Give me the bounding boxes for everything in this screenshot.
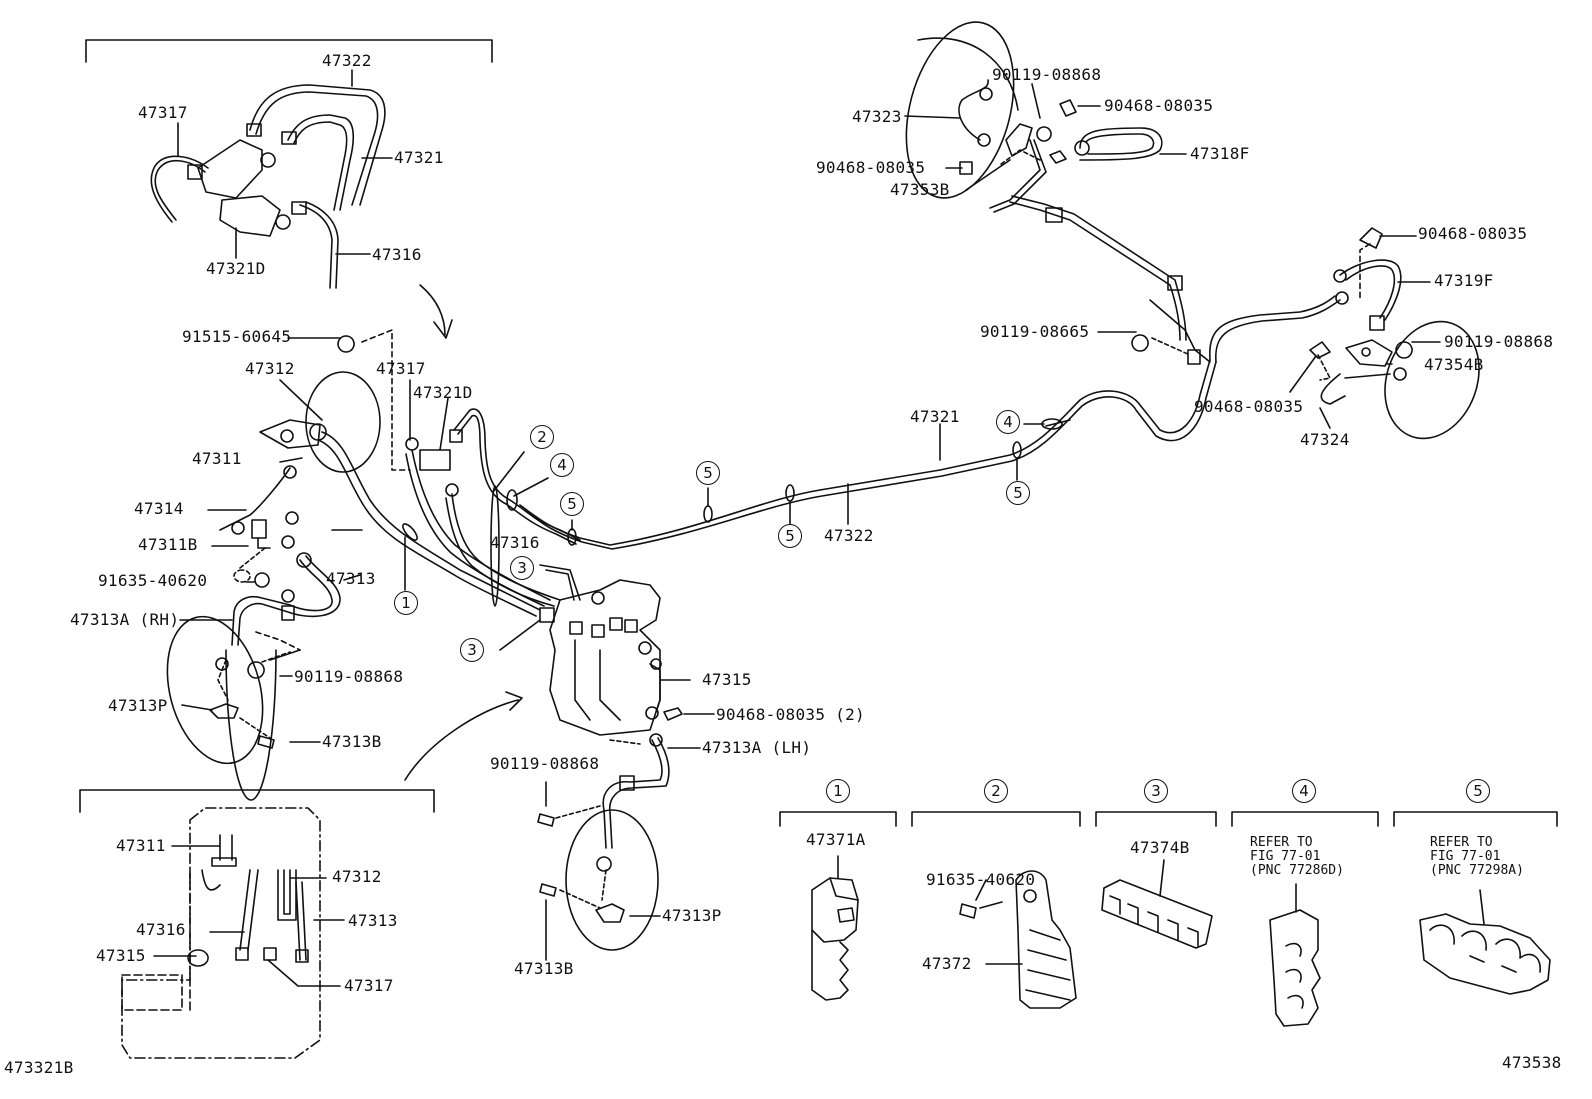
legend-2-part: 47372 [922, 954, 972, 973]
label-47315: 47315 [702, 670, 752, 689]
callout-3a: 3 [510, 556, 534, 580]
label-47318F: 47318F [1190, 144, 1250, 163]
callout-2: 2 [530, 425, 554, 449]
inset-label-47311: 47311 [116, 836, 166, 855]
inset-label-47316: 47316 [136, 920, 186, 939]
callout-5c: 5 [778, 524, 802, 548]
label-47316-mid: 47316 [490, 533, 540, 552]
label-47313B-rh: 47313B [322, 732, 382, 751]
legend-4-reference: REFER TO FIG 77-01 (PNC 77286D) [1250, 835, 1344, 878]
legend-5-reference: REFER TO FIG 77-01 (PNC 77298A) [1430, 835, 1524, 878]
callout-5d: 5 [1006, 481, 1030, 505]
main-pipe-bundle [318, 409, 580, 616]
label-47311B: 47311B [138, 535, 198, 554]
callout-5b: 5 [696, 461, 720, 485]
rear-left-assembly [1290, 228, 1495, 452]
master-cylinder-area [208, 330, 462, 587]
label-90468-08035-rl1: 90468-08035 [1418, 224, 1528, 243]
label-47323: 47323 [852, 107, 902, 126]
label-90119-08665: 90119-08665 [980, 322, 1090, 341]
label-47322-mid: 47322 [824, 526, 874, 545]
inset-label-47313: 47313 [348, 911, 398, 930]
label-47313P-lh: 47313P [662, 906, 722, 925]
legend-3-part: 47374B [1130, 838, 1190, 857]
label-47313A-RH: 47313A (RH) [70, 610, 180, 629]
label-90119-08868-rh: 90119-08868 [294, 667, 404, 686]
label-91515-60645: 91515-60645 [182, 327, 292, 346]
label-90119-08868-rr: 90119-08868 [992, 65, 1102, 84]
label-47313A-LH: 47313A (LH) [702, 738, 812, 757]
label-90468-08035-2: 90468-08035 (2) [716, 705, 865, 724]
figure-code-right: 473538 [1502, 1053, 1562, 1072]
label-47313: 47313 [326, 569, 376, 588]
label-47314: 47314 [134, 499, 184, 518]
label-47317-top: 47317 [138, 103, 188, 122]
lh-front-pipe [538, 734, 700, 960]
label-90468-08035-rl2: 90468-08035 [1194, 397, 1304, 416]
inset-label-47312: 47312 [332, 867, 382, 886]
inset-label-47315: 47315 [96, 946, 146, 965]
label-47321-top: 47321 [394, 148, 444, 167]
pointer-arrow-bottom [405, 700, 518, 780]
label-47321D-top: 47321D [206, 259, 266, 278]
callout-4a: 4 [550, 453, 574, 477]
pointer-arrow-top [420, 285, 445, 335]
legend-clips [780, 812, 1557, 1026]
figure-code-left: 473321B [4, 1058, 74, 1077]
legend-4-number: 4 [1292, 779, 1316, 803]
legend-2-bolt: 91635-40620 [926, 870, 1036, 889]
label-90119-08868-lh: 90119-08868 [490, 754, 600, 773]
label-90468-08035-rr2: 90468-08035 [816, 158, 926, 177]
abs-actuator [500, 565, 714, 744]
label-47353B: 47353B [890, 180, 950, 199]
label-47322-top: 47322 [322, 51, 372, 70]
callout-5a: 5 [560, 492, 584, 516]
label-47324: 47324 [1300, 430, 1350, 449]
label-47313P-rh: 47313P [108, 696, 168, 715]
inset-top-left [86, 40, 492, 288]
label-47316-top: 47316 [372, 245, 422, 264]
label-47313B-lh: 47313B [514, 959, 574, 978]
label-47319F: 47319F [1434, 271, 1494, 290]
label-47321-mid: 47321 [910, 407, 960, 426]
legend-1-part: 47371A [806, 830, 866, 849]
legend-5-number: 5 [1466, 779, 1490, 803]
rear-pipes [520, 196, 1348, 549]
label-91635-40620: 91635-40620 [98, 571, 208, 590]
label-90119-08868-rl: 90119-08868 [1444, 332, 1554, 351]
callout-3b: 3 [460, 638, 484, 662]
inset-label-47317: 47317 [344, 976, 394, 995]
label-47321D-mid: 47321D [413, 383, 473, 402]
label-47354B: 47354B [1424, 355, 1484, 374]
callout-1: 1 [394, 591, 418, 615]
label-47317-mid: 47317 [376, 359, 426, 378]
inset-bottom-left [80, 790, 434, 1058]
legend-3-number: 3 [1144, 779, 1168, 803]
legend-1-number: 1 [826, 779, 850, 803]
label-47312: 47312 [245, 359, 295, 378]
legend-2-number: 2 [984, 779, 1008, 803]
rh-front-pipe [152, 530, 362, 800]
label-47311: 47311 [192, 449, 242, 468]
label-90468-08035-rr1: 90468-08035 [1104, 96, 1214, 115]
callout-4b: 4 [996, 410, 1020, 434]
rear-right-assembly [888, 10, 1186, 212]
